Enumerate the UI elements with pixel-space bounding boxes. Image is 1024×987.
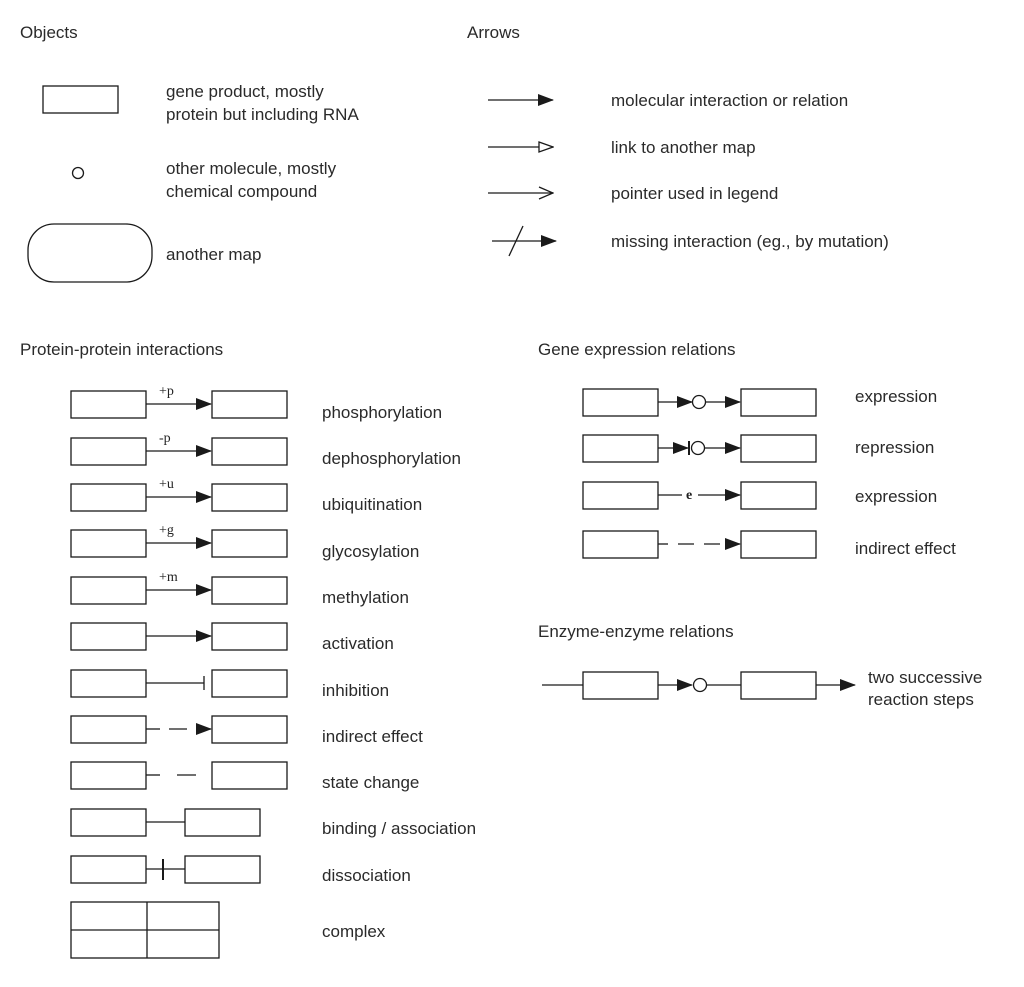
gene-expression-heading: Gene expression relations	[538, 340, 736, 359]
ppi-heading: Protein-protein interactions	[20, 340, 224, 359]
ge-label-indirect-effect: indirect effect	[855, 539, 956, 558]
other-molecule-circle	[71, 166, 85, 180]
molecular-interaction-label: molecular interaction or relation	[611, 91, 849, 110]
ppi-row-dissociation	[70, 855, 261, 884]
objects-heading: Objects	[20, 23, 78, 42]
pointer-legend-label: pointer used in legend	[611, 184, 779, 203]
ppi-row-activation	[70, 622, 288, 651]
ppi-row-glycosylation	[70, 529, 288, 558]
ppi-row-ubiquitination	[70, 483, 288, 512]
enzyme-label-2: reaction steps	[868, 690, 974, 709]
ppi-label-dissociation: dissociation	[322, 866, 411, 885]
ppi-label-ubiquitination: ubiquitination	[322, 495, 423, 514]
ppi-row-dephosphorylation	[70, 437, 288, 466]
ppi-symbol-glycosylation: +g	[159, 523, 174, 538]
ppi-label-methylation: methylation	[322, 588, 409, 607]
ppi-label-activation: activation	[322, 634, 394, 653]
ppi-label-glycosylation: glycosylation	[322, 542, 420, 561]
ppi-row-methylation	[70, 576, 288, 605]
ppi-row-phosphorylation	[70, 390, 288, 419]
another-map-label: another map	[166, 245, 262, 264]
gene-product-box	[42, 85, 119, 114]
ppi-symbol-ubiquitination: +u	[159, 477, 174, 492]
ge-row-indirect-effect	[582, 530, 817, 559]
ppi-symbol-methylation: +m	[159, 570, 178, 585]
gene-product-label-1: gene product, mostly	[166, 82, 324, 101]
ppi-label-dephosphorylation: dephosphorylation	[322, 449, 461, 468]
ppi-row-indirect-effect	[70, 715, 288, 744]
ppi-row-inhibition	[70, 669, 288, 698]
enzyme-heading: Enzyme-enzyme relations	[538, 622, 734, 641]
ppi-row-complex	[70, 901, 220, 959]
ge-label-repression: repression	[855, 438, 935, 457]
ppi-label-complex: complex	[322, 922, 386, 941]
enzyme-row	[542, 671, 856, 700]
missing-slash	[508, 225, 524, 257]
ppi-label-indirect-effect: indirect effect	[322, 727, 423, 746]
other-molecule-label-1: other molecule, mostly	[166, 159, 337, 178]
gene-product-label-2: protein but including RNA	[166, 105, 359, 124]
ppi-label-state-change: state change	[322, 773, 420, 792]
link-map-label: link to another map	[611, 138, 756, 157]
missing-interaction-label: missing interaction (eg., by mutation)	[611, 232, 889, 251]
ge-row-repression	[582, 434, 817, 463]
ppi-label-phosphorylation: phosphorylation	[322, 403, 443, 422]
ppi-row-binding	[70, 808, 261, 837]
other-molecule-label-2: chemical compound	[166, 182, 318, 201]
ppi-symbol-phosphorylation: +p	[159, 384, 174, 399]
ge-row-expression	[582, 388, 817, 417]
ge-row-expression-e	[582, 481, 817, 510]
another-map-shape	[27, 223, 153, 283]
ge-label-expression: expression	[855, 387, 938, 406]
ppi-symbol-dephosphorylation: -p	[159, 431, 171, 446]
ppi-label-binding: binding / association	[322, 819, 477, 838]
ppi-row-state-change	[70, 761, 288, 790]
enzyme-label-1: two successive	[868, 668, 983, 687]
ppi-label-inhibition: inhibition	[322, 681, 390, 700]
arrows-heading: Arrows	[467, 23, 520, 42]
ge-symbol-e: e	[686, 488, 692, 503]
ge-label-expression-e: expression	[855, 487, 938, 506]
